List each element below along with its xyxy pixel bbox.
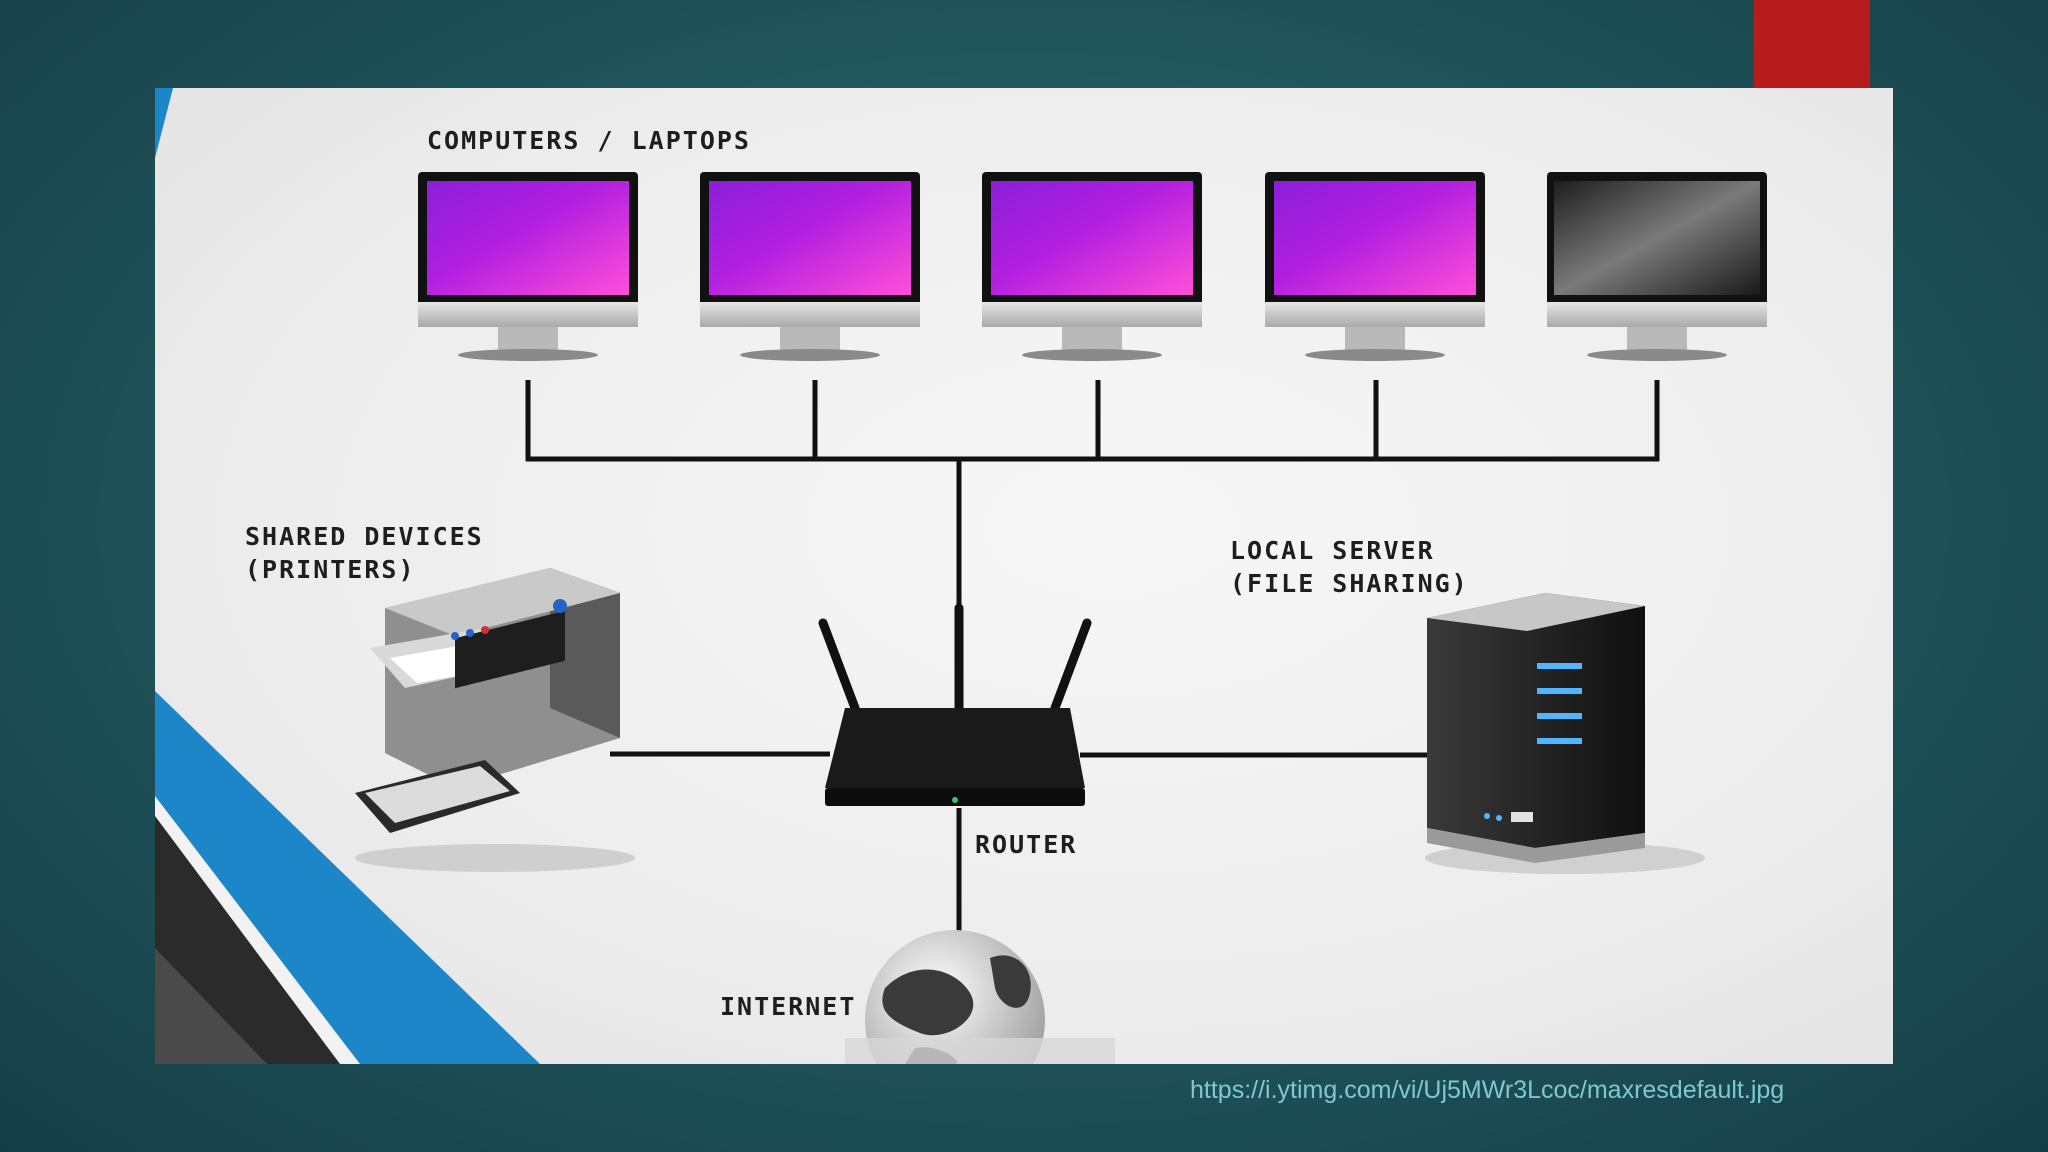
printer-icon [355, 568, 635, 872]
internet-label: INTERNET [720, 992, 857, 1021]
computers-group [418, 172, 1767, 361]
local-server-label: LOCAL SERVER (FILE SHARING) [1230, 534, 1469, 600]
globe-icon [845, 930, 1115, 1064]
local-server-subtitle: (FILE SHARING) [1230, 569, 1469, 598]
router-label: ROUTER [975, 830, 1078, 859]
monitor-icon [1547, 172, 1767, 361]
monitor-icon [1265, 172, 1485, 361]
router-icon [818, 603, 1092, 806]
image-source-link[interactable]: https://i.ytimg.com/vi/Uj5MWr3Lcoc/maxre… [1190, 1076, 1785, 1104]
computers-label: COMPUTERS / LAPTOPS [427, 126, 751, 155]
monitor-icon [982, 172, 1202, 361]
corner-decoration [155, 88, 540, 1064]
shared-devices-subtitle: (PRINTERS) [245, 555, 416, 584]
shared-devices-title: SHARED DEVICES [245, 522, 484, 551]
monitor-icon [418, 172, 638, 361]
network-diagram-graphics [155, 88, 1767, 1064]
local-server-title: LOCAL SERVER [1230, 536, 1435, 565]
red-accent-block [1754, 0, 1870, 88]
monitor-icon [700, 172, 920, 361]
diagram-panel: COMPUTERS / LAPTOPS SHARED DEVICES (PRIN… [155, 88, 1893, 1064]
shared-devices-label: SHARED DEVICES (PRINTERS) [245, 520, 484, 586]
server-icon [1425, 593, 1705, 874]
